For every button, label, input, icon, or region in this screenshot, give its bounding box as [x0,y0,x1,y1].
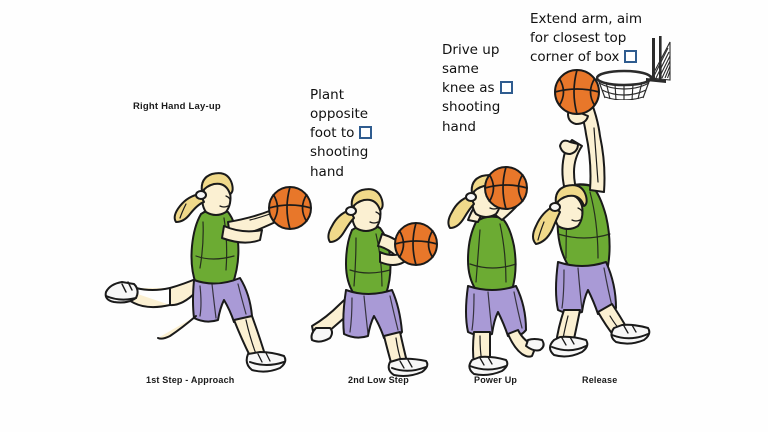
figure-low-step [310,186,454,378]
annotation-line: for closest top [530,30,627,47]
annotation-line: opposite [310,106,369,123]
step-label-step-4: Release [582,375,618,385]
annotation-line: corner of box [530,48,642,67]
annotation-line: Plant [310,87,345,103]
page-title: Right Hand Lay-up [133,101,221,112]
annotation-line: foot to [310,124,373,143]
annotation-line: hand [310,163,344,180]
figure-release [532,69,672,374]
basketball [554,69,600,115]
basketball [484,166,528,210]
step-label-step-2: 2nd Low Step [348,375,409,385]
annotation-line: shooting [442,99,501,116]
checkbox-plant-foot[interactable] [359,126,373,140]
annotation-line: Drive up [442,42,500,58]
basketball-hoop [595,28,674,105]
step-label-step-3: Power Up [474,375,518,385]
basketball [394,222,438,266]
basketball [268,186,312,230]
figure-approach [100,160,312,376]
figure-power-up [447,166,560,378]
annotation-line: Extend arm, aim [530,11,643,27]
annotation-line: knee as [442,79,513,98]
annotation-line: same [442,61,479,78]
checkbox-drive-knee[interactable] [499,81,513,95]
annotation-line: hand [442,118,476,135]
annotation-line: shooting [310,144,369,161]
step-label-step-1: 1st Step - Approach [146,375,235,385]
checkbox-extend-arm[interactable] [624,50,638,64]
